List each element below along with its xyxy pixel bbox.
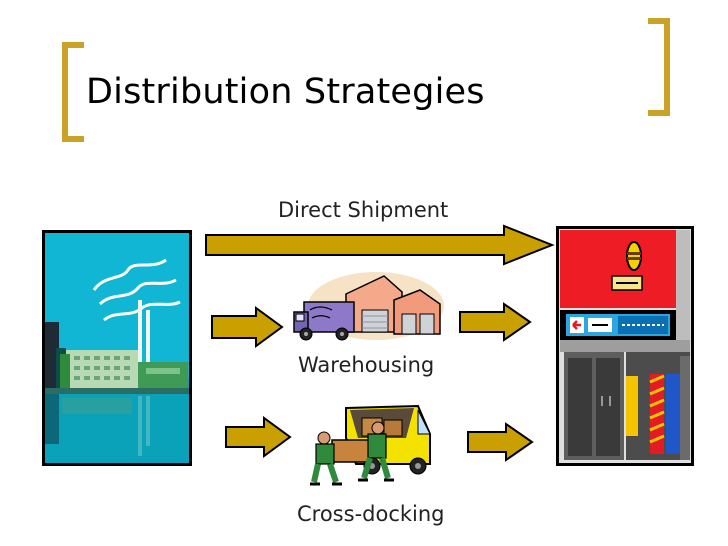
factory-icon	[42, 230, 192, 466]
page-title: Distribution Strategies	[86, 72, 485, 112]
storefront-icon	[556, 226, 694, 466]
warehousing-arrow-out	[459, 302, 532, 342]
movers-van-icon	[306, 398, 436, 488]
route-label-cross-docking: Cross-docking	[297, 502, 445, 526]
route-label-direct-shipment: Direct Shipment	[278, 198, 449, 222]
cross-docking-arrow-out	[467, 422, 534, 462]
warehousing-arrow-in	[211, 306, 284, 348]
cross-docking-arrow-in	[225, 416, 292, 458]
direct-shipment-arrow	[205, 224, 555, 266]
route-label-warehousing: Warehousing	[298, 353, 435, 377]
warehouse-truck-icon	[292, 270, 452, 348]
title-right-bracket	[648, 18, 670, 116]
title-left-bracket	[62, 42, 84, 142]
